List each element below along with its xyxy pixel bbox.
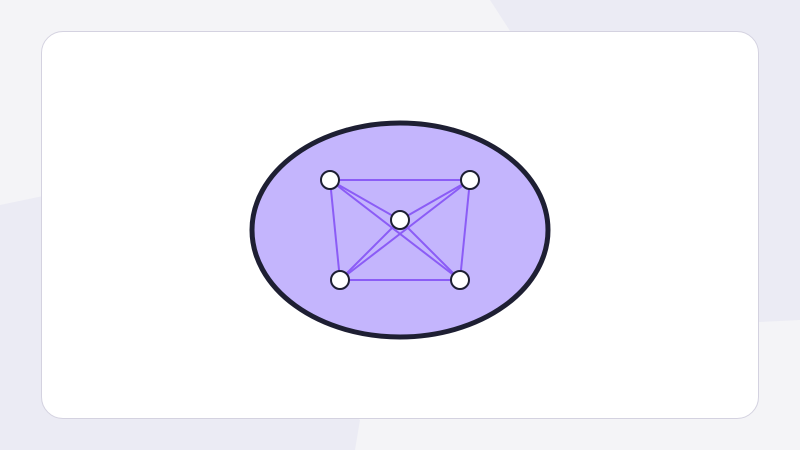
node-top-left xyxy=(320,170,340,190)
node-bottom-right xyxy=(450,270,470,290)
edge-top-left-bottom-right xyxy=(329,179,461,281)
node-center xyxy=(390,210,410,230)
edge-top-left-bottom-left xyxy=(329,179,341,281)
edge-center-bottom-left xyxy=(339,219,401,281)
edge-top-right-bottom-left xyxy=(339,179,471,281)
edge-top-left-center xyxy=(329,179,401,221)
edge-center-bottom-right xyxy=(399,219,461,281)
node-bottom-left xyxy=(330,270,350,290)
edges-group xyxy=(329,179,471,281)
node-top-right xyxy=(460,170,480,190)
edge-top-right-bottom-right xyxy=(459,179,471,281)
nodes-group xyxy=(320,170,480,290)
edge-top-right-center xyxy=(399,179,471,221)
